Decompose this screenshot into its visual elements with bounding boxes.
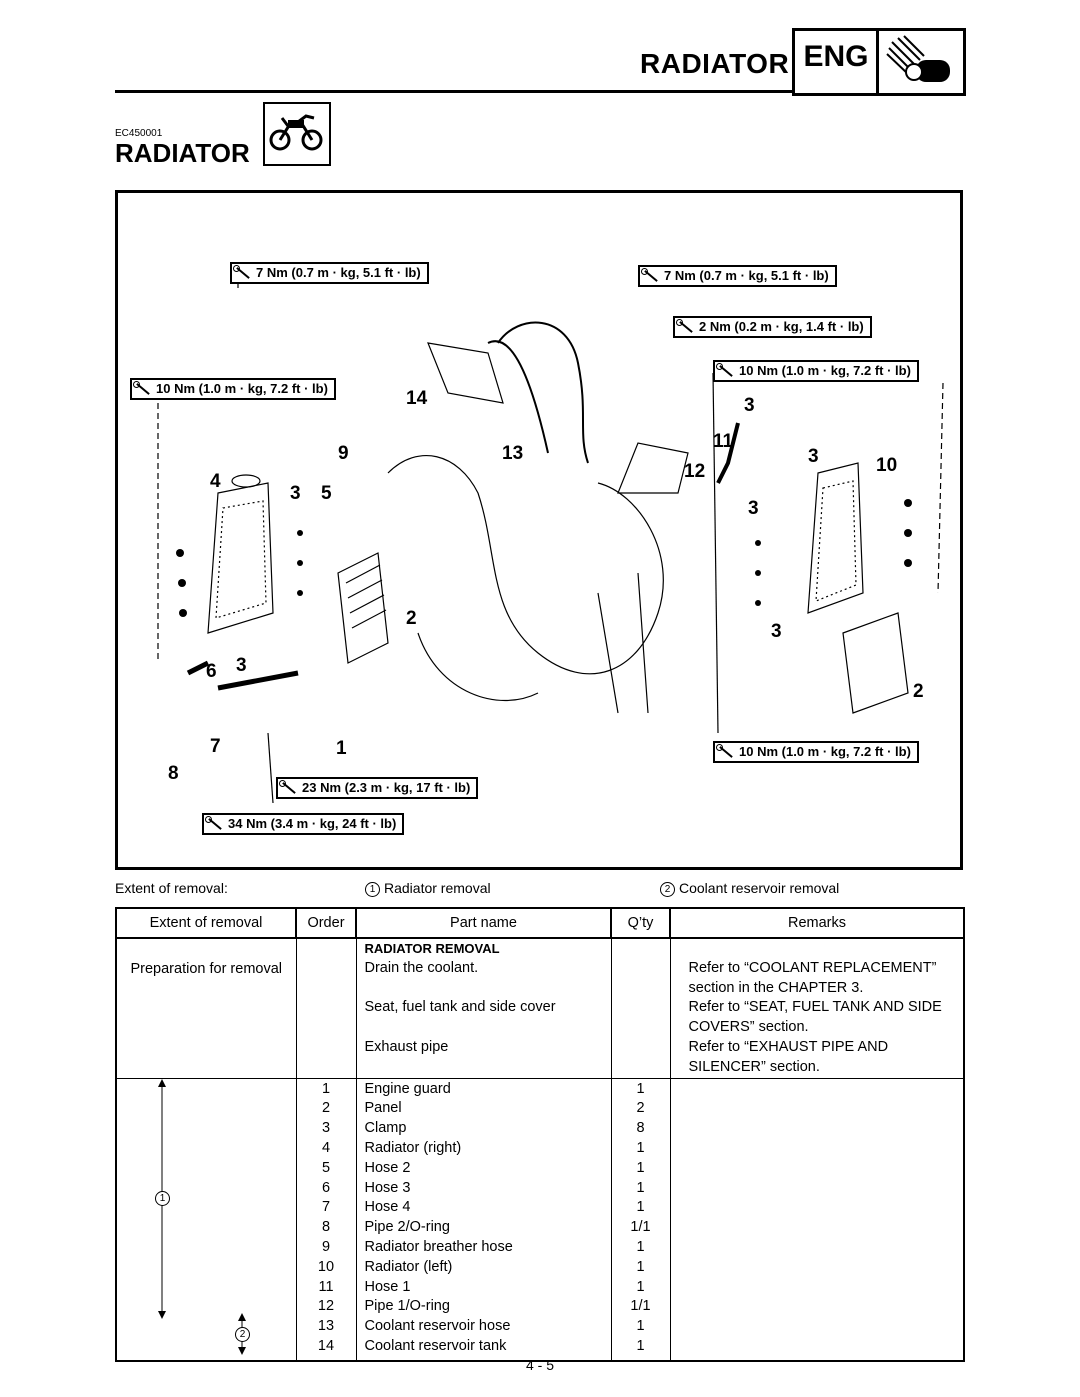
callout: 8 (168, 763, 179, 784)
callout: 6 (206, 661, 217, 682)
torque-label: 23 Nm (2.3 m · kg, 17 ft · lb) (276, 777, 479, 799)
callout: 2 (406, 608, 417, 629)
title-icon-box (263, 102, 331, 166)
torque-label: 10 Nm (1.0 m · kg, 7.2 ft · lb) (130, 378, 336, 400)
torque-wrench-icon (279, 780, 298, 796)
prep-remarks-cell: Refer to “COOLANT REPLACEMENT” section i… (669, 938, 965, 1079)
torque-label: 10 Nm (1.0 m · kg, 7.2 ft · lb) (713, 360, 919, 382)
radiator-exploded-drawing (157, 283, 944, 804)
callout: 3 (771, 621, 782, 642)
column-header: Order (295, 907, 357, 939)
column-header: Remarks (669, 907, 965, 939)
header-rule (115, 90, 795, 93)
table-body-row: 1 2 1 2 3 4 5 6 7 8 9 10 11 12 13 14 Eng… (115, 1077, 965, 1362)
callout: 3 (808, 446, 819, 467)
doc-code: EC450001 (115, 128, 163, 139)
torque-label: 2 Nm (0.2 m · kg, 1.4 ft · lb) (673, 316, 872, 338)
callout: 7 (210, 736, 221, 757)
extent-arrows (158, 1078, 246, 1355)
callout: 1 (336, 738, 347, 759)
extent-marker-cell: 1 2 (115, 1077, 297, 1362)
torque-wrench-icon (676, 319, 695, 335)
page-title: RADIATOR (115, 138, 250, 168)
torque-wrench-icon (233, 265, 252, 281)
torque-wrench-icon (641, 268, 660, 284)
callout: 13 (502, 443, 524, 464)
torque-wrench-icon (716, 744, 735, 760)
prep-part-cell: RADIATOR REMOVAL Drain the coolant. Seat… (355, 938, 612, 1079)
circled-number: 1 (365, 882, 380, 897)
remarks-column (669, 1077, 965, 1362)
callout: 9 (338, 443, 349, 464)
callout: 3 (744, 395, 755, 416)
page-number: 4 - 5 (525, 1357, 554, 1373)
callout: 14 (406, 388, 428, 409)
order-column: 1 2 3 4 5 6 7 8 9 10 11 12 13 14 (295, 1077, 357, 1362)
column-header: Part name (355, 907, 612, 939)
callout: 11 (713, 431, 734, 452)
column-header: Q’ty (610, 907, 671, 939)
parts-table: Extent of removal Order Part name Q’ty R… (115, 907, 965, 1362)
extent-label: Extent of removal: (115, 880, 228, 896)
torque-label: 34 Nm (3.4 m · kg, 24 ft · lb) (202, 813, 405, 835)
eng-badge-divider (876, 28, 879, 94)
circled-number: 1 (155, 1190, 170, 1206)
exploded-diagram: 7 Nm (0.7 m · kg, 5.1 ft · lb) 7 Nm (0.7… (115, 190, 963, 870)
section-title: RADIATOR REMOVAL (364, 941, 500, 956)
torque-wrench-icon (716, 363, 735, 379)
callout: 3 (290, 483, 301, 504)
table-section-row: Preparation for removal RADIATOR REMOVAL… (115, 938, 965, 1079)
column-header: Extent of removal (115, 907, 297, 939)
qty-column: 1 2 8 1 1 1 1 1/1 1 1 1 1/1 1 1 (610, 1077, 671, 1362)
callout: 3 (748, 498, 759, 519)
callout: 10 (876, 455, 898, 476)
eng-badge (792, 28, 966, 96)
circled-number: 2 (660, 882, 675, 897)
callout: 3 (236, 655, 247, 676)
torque-label: 7 Nm (0.7 m · kg, 5.1 ft · lb) (230, 262, 429, 284)
prep-extent-cell: Preparation for removal (115, 938, 297, 1079)
torque-label: 10 Nm (1.0 m · kg, 7.2 ft · lb) (713, 741, 919, 763)
engine-icon (886, 35, 950, 82)
torque-label: 7 Nm (0.7 m · kg, 5.1 ft · lb) (638, 265, 837, 287)
callout: 2 (913, 681, 924, 702)
callout: 5 (321, 483, 332, 504)
eng-badge-label: ENG (803, 40, 869, 73)
callout: 12 (684, 461, 706, 482)
callout: 4 (210, 471, 221, 492)
circled-number: 2 (235, 1326, 250, 1342)
torque-wrench-icon (133, 381, 152, 397)
part-name-column: Engine guard Panel Clamp Radiator (right… (355, 1077, 612, 1362)
table-header-row: Extent of removal Order Part name Q’ty R… (115, 907, 965, 939)
torque-wrench-icon (205, 816, 224, 832)
motorcycle-icon (269, 114, 323, 151)
header-section-title: RADIATOR (640, 48, 790, 79)
